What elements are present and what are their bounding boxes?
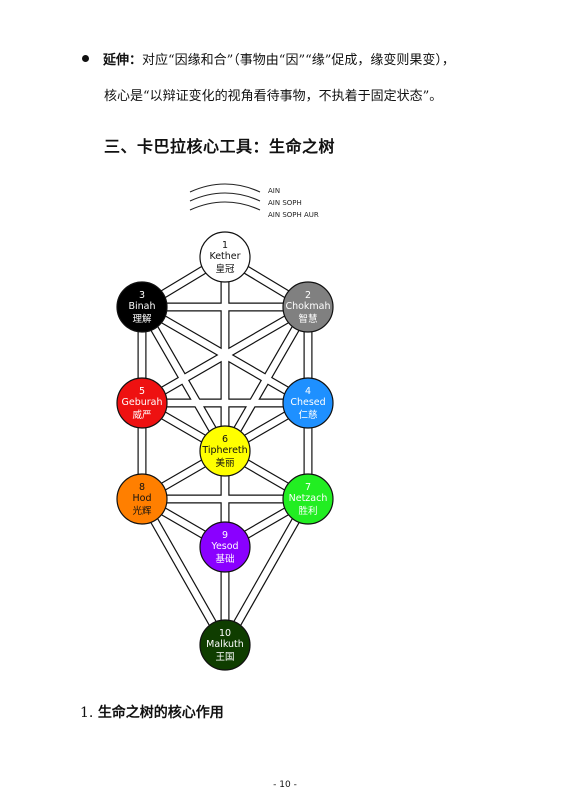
- sephirah-number: 9: [222, 530, 228, 541]
- ain-veil-arc: [189, 201, 261, 211]
- sephirah-name: Binah: [128, 301, 155, 312]
- sephirah-cn-name: 威严: [132, 409, 151, 421]
- sephirah-circle: [282, 281, 334, 333]
- sephirah-circle: [282, 377, 334, 429]
- path-channel: [139, 497, 228, 647]
- sephirah-number: 10: [219, 628, 231, 639]
- sephirah-cn-name: 智慧: [298, 313, 318, 325]
- bullet-dot-icon: [82, 55, 89, 62]
- sephirah-cn-name: 美丽: [215, 457, 234, 469]
- sephirah-name: Netzach: [289, 493, 328, 504]
- ain-veil-arc: [189, 192, 261, 202]
- sephirah-number: 1: [222, 240, 228, 251]
- sephirah-circle: [199, 231, 251, 283]
- sephirah-name: Kether: [209, 251, 240, 262]
- sephirah-number: 5: [139, 386, 145, 397]
- ain-label: AIN SOPH AUR: [268, 211, 319, 219]
- sephirah-cn-name: 皇冠: [215, 263, 235, 275]
- ain-veils-icon: [189, 183, 261, 211]
- sephirah-cn-name: 胜利: [298, 505, 317, 517]
- sephirah-name: Yesod: [210, 541, 238, 552]
- sephirah-name: Tiphereth: [201, 445, 247, 456]
- sub-heading-number: 1.: [80, 705, 94, 721]
- sephirah-cn-name: 仁慈: [298, 409, 318, 421]
- sephirah-circle: [116, 377, 168, 429]
- sephirah-name: Chesed: [290, 397, 325, 408]
- ain-label: AIN SOPH: [268, 199, 302, 207]
- sephirah-cn-name: 理解: [132, 313, 152, 325]
- sub-heading-text: 生命之树的核心作用: [97, 705, 224, 721]
- bullet-paragraph: 延伸：对应“因缘和合”（事物由“因”“缘”促成，缘变则果变），: [82, 52, 455, 70]
- sephirah-number: 2: [305, 290, 311, 301]
- section-heading: 三、卡巴拉核心工具：生命之树: [104, 137, 336, 156]
- sephirah-circle: [116, 473, 168, 525]
- sephirah-circle: [199, 521, 251, 573]
- sephirah-circle: [116, 281, 168, 333]
- sephirah-cn-name: 王国: [215, 652, 234, 663]
- path-channel: [139, 305, 228, 453]
- ain-veil-arc: [189, 183, 261, 193]
- sephirah-number: 6: [222, 434, 228, 445]
- sephirah-number: 8: [139, 482, 145, 493]
- sephirah-name: Malkuth: [206, 639, 244, 650]
- sephirah-circle: [199, 425, 251, 477]
- sephirah-circle: [282, 473, 334, 525]
- sephirah-number: 3: [139, 290, 145, 301]
- sephirah-number: 4: [305, 386, 311, 397]
- sephirah-name: Chokmah: [285, 301, 330, 312]
- sephirah-number: 7: [305, 482, 311, 493]
- path-channel: [140, 304, 310, 406]
- sub-heading: 1. 生命之树的核心作用: [80, 702, 224, 722]
- sephirah-name: Hod: [133, 493, 152, 504]
- path-channel: [222, 497, 311, 647]
- sephirah-cn-name: 基础: [215, 553, 234, 565]
- page-number: - 10 -: [273, 780, 297, 790]
- sephirah-name: Geburah: [121, 397, 162, 408]
- bullet-continuation: 核心是“以辩证变化的视角看待事物，不执着于固定状态”。: [104, 89, 443, 104]
- ain-label: AIN: [268, 187, 280, 195]
- bullet-text: 对应“因缘和合”（事物由“因”“缘”促成，缘变则果变），: [142, 53, 455, 68]
- sephirah-cn-name: 光辉: [132, 505, 152, 517]
- bullet-term: 延伸：: [103, 53, 143, 68]
- sephirah-circle: [199, 619, 251, 671]
